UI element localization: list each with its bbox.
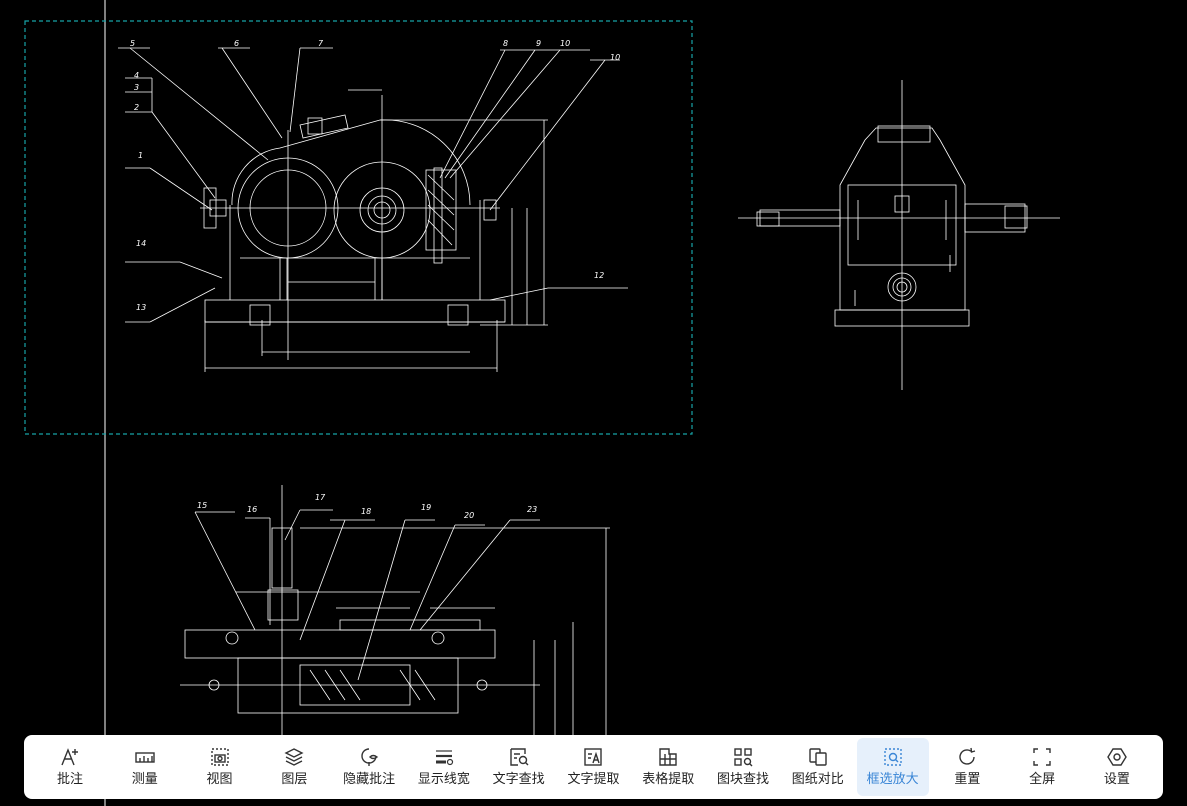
line-width-icon [433, 746, 455, 768]
hide-annotations-button[interactable]: 隐藏批注 [333, 738, 405, 796]
show-line-width-button[interactable]: 显示线宽 [408, 738, 480, 796]
svg-text:9: 9 [536, 39, 541, 48]
layers-button[interactable]: 图层 [258, 738, 330, 796]
show-line-width-label: 显示线宽 [417, 772, 470, 787]
svg-text:4: 4 [134, 71, 139, 80]
view-label: 视图 [206, 772, 233, 787]
text-search-label: 文字查找 [492, 772, 545, 787]
settings-icon [1106, 746, 1128, 768]
bottom-toolbar: 批注 测量 视图 图层 隐藏批注 显示线宽 文字查找 [24, 735, 1163, 799]
box-zoom-label: 框选放大 [866, 772, 919, 787]
block-search-icon [732, 746, 754, 768]
text-search-icon [508, 746, 530, 768]
ruler-icon [134, 746, 156, 768]
svg-text:1: 1 [138, 151, 143, 160]
table-extract-icon [657, 746, 679, 768]
annotate-button[interactable]: 批注 [34, 738, 106, 796]
plan-view-drawing [180, 485, 610, 735]
svg-text:5: 5 [130, 39, 135, 48]
svg-text:20: 20 [464, 511, 474, 520]
settings-label: 设置 [1103, 772, 1130, 787]
block-search-label: 图块查找 [717, 772, 770, 787]
text-extract-button[interactable]: 文字提取 [557, 738, 629, 796]
table-extract-label: 表格提取 [642, 772, 695, 787]
svg-text:18: 18 [361, 507, 371, 516]
svg-text:16: 16 [247, 505, 257, 514]
svg-text:13: 13 [136, 303, 146, 312]
settings-button[interactable]: 设置 [1081, 738, 1153, 796]
annotate-icon [59, 746, 81, 768]
hide-annotations-label: 隐藏批注 [343, 772, 396, 787]
svg-text:6: 6 [234, 39, 239, 48]
box-zoom-button[interactable]: 框选放大 [856, 738, 929, 796]
measure-button[interactable]: 测量 [109, 738, 181, 796]
fullscreen-button[interactable]: 全屏 [1006, 738, 1078, 796]
svg-text:17: 17 [315, 493, 326, 502]
drawing-compare-label: 图纸对比 [791, 772, 844, 787]
svg-text:3: 3 [134, 83, 139, 92]
fullscreen-label: 全屏 [1029, 772, 1056, 787]
text-extract-icon [582, 746, 604, 768]
block-search-button[interactable]: 图块查找 [707, 738, 779, 796]
svg-text:8: 8 [503, 39, 508, 48]
text-extract-label: 文字提取 [567, 772, 620, 787]
compare-icon [807, 746, 829, 768]
layers-label: 图层 [281, 772, 308, 787]
layers-icon [283, 746, 305, 768]
svg-text:14: 14 [136, 239, 146, 248]
svg-text:2: 2 [134, 103, 139, 112]
svg-text:15: 15 [197, 501, 207, 510]
fullscreen-icon [1031, 746, 1053, 768]
reset-label: 重置 [954, 772, 981, 787]
selection-box[interactable] [24, 20, 693, 435]
svg-text:19: 19 [421, 503, 431, 512]
svg-text:10: 10 [610, 53, 620, 62]
view-button[interactable]: 视图 [184, 738, 256, 796]
hide-annotation-icon [358, 746, 380, 768]
front-view-drawing [118, 47, 628, 372]
svg-text:12: 12 [594, 271, 604, 280]
drawing-compare-button[interactable]: 图纸对比 [782, 738, 854, 796]
box-zoom-icon [882, 746, 904, 768]
side-view-drawing [738, 80, 1060, 390]
annotate-label: 批注 [56, 772, 83, 787]
reset-button[interactable]: 重置 [931, 738, 1003, 796]
text-search-button[interactable]: 文字查找 [483, 738, 555, 796]
table-extract-button[interactable]: 表格提取 [632, 738, 704, 796]
svg-text:7: 7 [318, 39, 324, 48]
svg-text:10: 10 [560, 39, 570, 48]
reset-icon [956, 746, 978, 768]
camera-view-icon [209, 746, 231, 768]
svg-text:23: 23 [527, 505, 537, 514]
measure-label: 测量 [131, 772, 158, 787]
